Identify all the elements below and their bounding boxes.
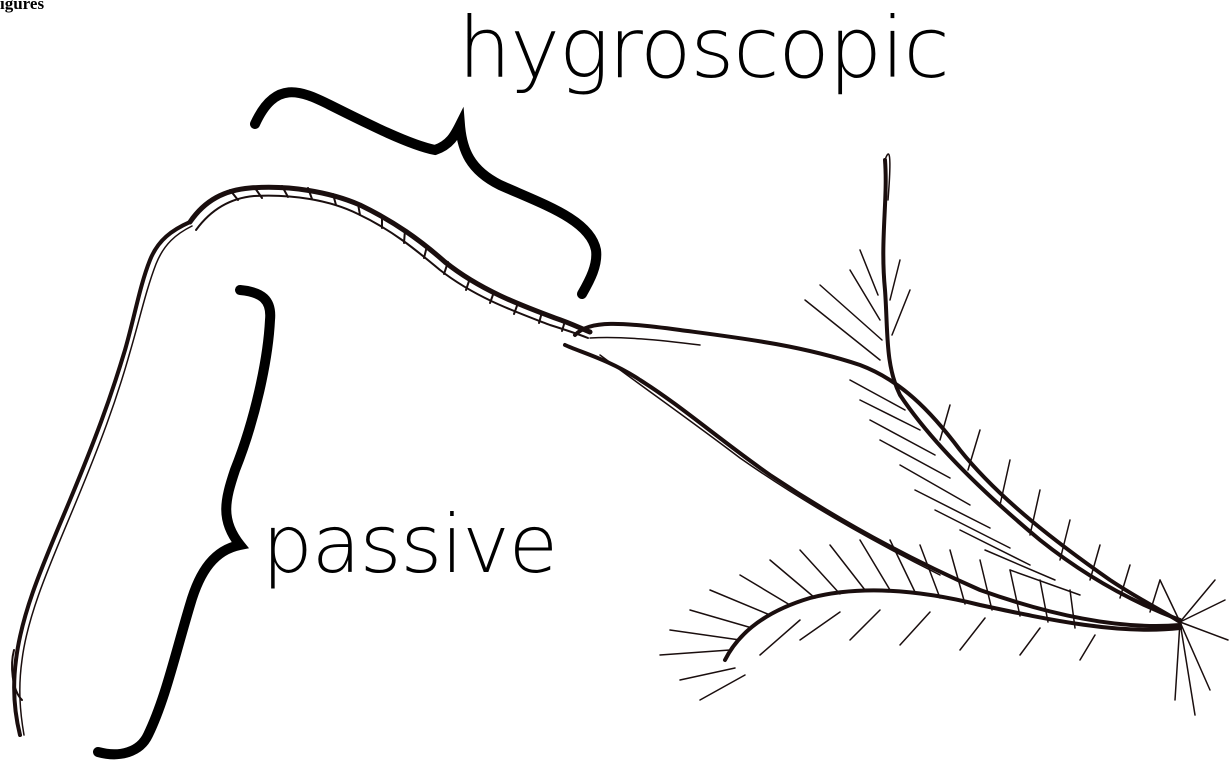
hygroscopic-label: hygroscopic (458, 6, 949, 90)
upper-glume (883, 160, 1180, 620)
hygroscopic-awn (190, 187, 590, 332)
hygroscopic-bracket (255, 92, 596, 294)
passive-label: passive (262, 505, 557, 585)
passive-awn (14, 222, 190, 735)
